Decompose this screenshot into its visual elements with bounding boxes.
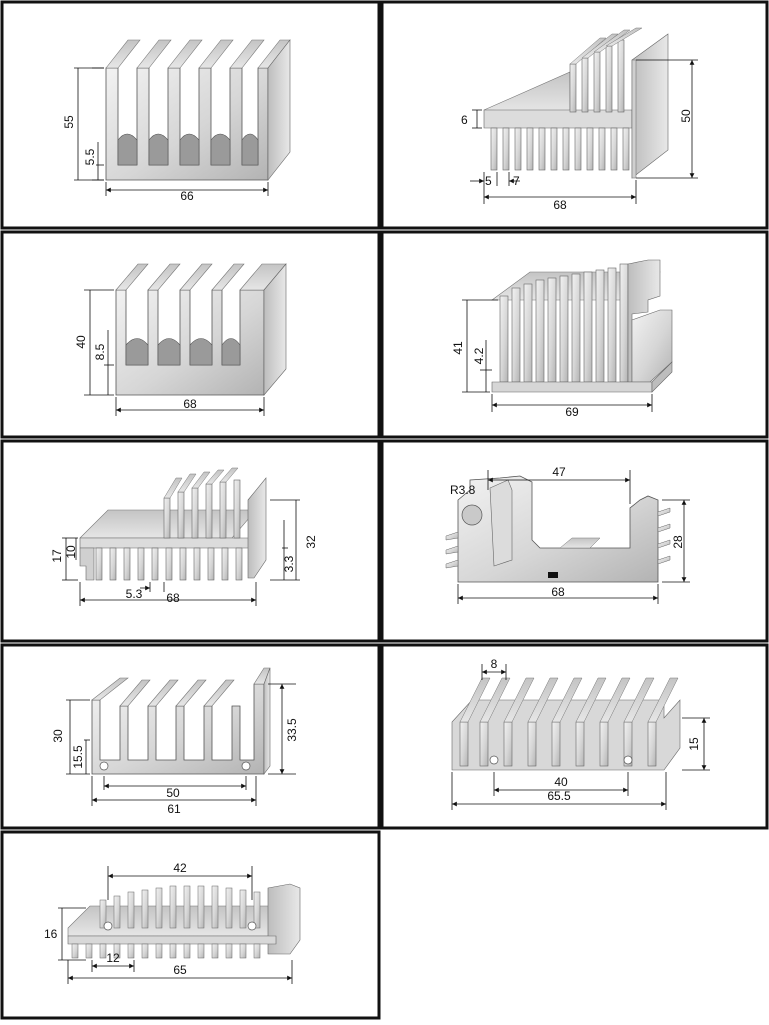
profile-7-body xyxy=(91,667,271,775)
cell-frame-7 xyxy=(0,643,381,830)
profile-4-base-label: 4.2 xyxy=(472,347,486,364)
profile-8-inner-width-label: 40 xyxy=(554,775,568,789)
profile-3-body xyxy=(115,263,287,396)
profile-8-body xyxy=(451,677,681,771)
heatsink-profile-7: 30 15.5 33.5 50 61 xyxy=(51,667,299,816)
profile-2-slot-a-label: 5 xyxy=(485,174,492,188)
cell-frame-5 xyxy=(0,439,381,643)
cell-frame-6 xyxy=(380,439,769,643)
profile-4-body xyxy=(491,259,673,393)
profile-9-slot-label: 12 xyxy=(106,951,120,965)
profile-3-base-label: 8.5 xyxy=(93,343,107,360)
cell-frame-8 xyxy=(380,643,769,830)
heatsink-profile-9: 42 16 12 65 xyxy=(44,861,301,984)
profile-2-height-label: 50 xyxy=(679,109,693,123)
profile-6-radius-label: R3.8 xyxy=(450,483,476,497)
heatsink-profile-8: 8 15 40 65.5 xyxy=(451,657,710,810)
profile-5-body xyxy=(79,467,267,581)
profile-5-height-b-label: 10 xyxy=(64,545,78,559)
cell-frame-9 xyxy=(0,830,381,1020)
profile-2-dimensions xyxy=(470,59,698,204)
profile-2-width-label: 68 xyxy=(553,198,567,212)
profile-9-dimensions xyxy=(58,866,293,984)
cell-frame-3 xyxy=(0,230,381,439)
profile-7-inner-width-label: 50 xyxy=(166,786,180,800)
profile-1-body xyxy=(105,39,291,181)
profile-5-width-label: 68 xyxy=(166,591,180,605)
profile-5-base-label: 3.3 xyxy=(282,555,296,572)
profile-2-body xyxy=(483,27,669,179)
profile-8-height-label: 15 xyxy=(687,737,701,751)
profile-9-height-label: 16 xyxy=(44,927,58,941)
heatsink-profile-4: 41 4.2 69 xyxy=(451,259,673,419)
profile-7-base-label: 15.5 xyxy=(71,745,85,769)
profile-6-body xyxy=(445,475,671,583)
profile-7-width-label: 61 xyxy=(167,802,181,816)
profile-1-base-label: 5.5 xyxy=(83,148,97,165)
heatsink-profile-6: R3.8 47 28 68 xyxy=(445,465,690,604)
profile-1-dimensions xyxy=(74,67,269,196)
profile-4-width-label: 69 xyxy=(565,405,579,419)
profile-7-dimensions xyxy=(66,683,296,806)
profile-5-height-c-label: 32 xyxy=(304,535,318,549)
profile-8-pitch-label: 8 xyxy=(491,657,498,671)
profile-9-body xyxy=(67,883,301,959)
profile-1-width-label: 66 xyxy=(180,189,194,203)
profile-9-width-label: 65 xyxy=(173,963,187,977)
profile-8-dimensions xyxy=(451,664,710,810)
heatsink-profile-3: 40 8.5 68 xyxy=(74,263,287,416)
profile-6-width-label: 68 xyxy=(551,585,565,599)
profile-2-slot-b-label: 7 xyxy=(513,174,520,188)
profile-8-width-label: 65.5 xyxy=(547,789,571,803)
profile-7-height-a-label: 30 xyxy=(51,729,65,743)
profile-6-span-label: 47 xyxy=(552,465,566,479)
profile-2-step-label: 6 xyxy=(461,113,468,127)
heatsink-profile-1: 55 5.5 66 xyxy=(62,39,291,203)
profile-5-dimensions xyxy=(62,499,300,606)
profile-3-height-label: 40 xyxy=(74,335,88,349)
profile-5-slot-label: 5.3 xyxy=(126,587,143,601)
profile-7-height-b-label: 33.5 xyxy=(285,718,299,742)
profile-3-dimensions xyxy=(84,289,265,416)
profile-5-height-a-label: 17 xyxy=(50,549,64,563)
cell-frame-4 xyxy=(380,230,769,439)
profile-4-dimensions xyxy=(462,299,653,412)
profile-4-height-label: 41 xyxy=(451,341,465,355)
heatsink-profile-2: 6 50 5 7 68 xyxy=(461,27,698,212)
profile-3-width-label: 68 xyxy=(183,397,197,411)
profile-9-span-label: 42 xyxy=(173,861,187,875)
profile-6-dimensions xyxy=(457,470,690,604)
profile-1-height-label: 55 xyxy=(62,115,76,129)
cell-frame-1 xyxy=(0,0,381,230)
profile-6-height-label: 28 xyxy=(671,535,685,549)
cell-frame-2 xyxy=(380,0,769,230)
heatsink-profile-5: 17 10 32 3.3 5.3 68 xyxy=(50,467,318,606)
